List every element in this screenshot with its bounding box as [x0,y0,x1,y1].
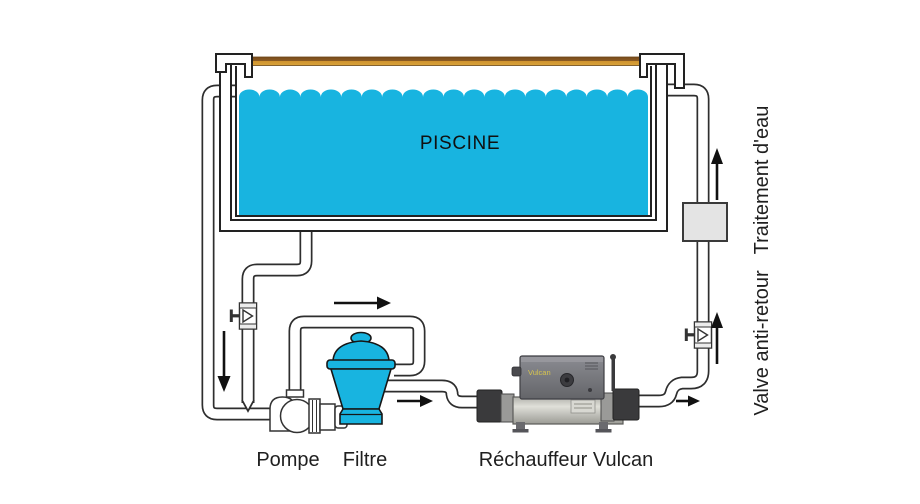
pool-water [239,89,649,215]
pump-label: Pompe [256,449,320,471]
check-valve-figure [684,321,713,349]
treatment-box [682,202,728,242]
flow-arrow-up-check-valve [711,312,723,364]
pipe-junction-tip [241,399,255,413]
pool-rim-bar [251,56,640,66]
heater-brand-text: Vulcan [528,368,551,377]
treatment-label: Traitement d'eau [751,105,773,255]
pool-label: PISCINE [419,133,501,154]
pool [215,53,685,232]
heater-figure: Vulcan [476,354,640,433]
check-valve-label: Valve anti-retour [751,270,773,416]
flow-arrow-down-drain [217,331,231,392]
flow-arrow-up-treatment [711,148,723,200]
pool-lip-right [639,53,685,89]
pool-lip-left [215,53,253,78]
flow-arrow-right-after-heater [676,395,700,407]
pump-figure [269,389,348,434]
filter-label: Filtre [342,449,388,471]
drain-valve [229,302,258,330]
heater-label: Réchauffeur Vulcan [478,449,654,471]
pipes [201,83,710,421]
flow-arrow-right-filter-outlet [397,395,433,407]
flow-arrow-right-over-filter [334,296,391,310]
filter-figure [326,331,396,425]
